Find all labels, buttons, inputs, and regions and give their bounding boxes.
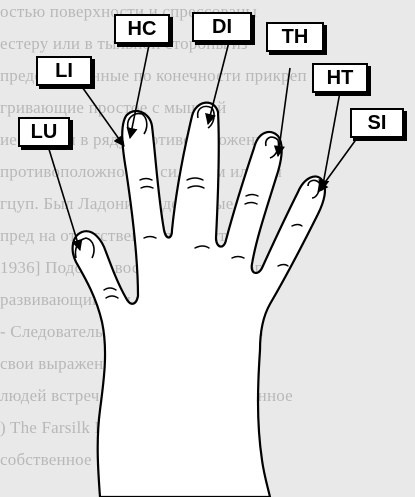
label-th: TH (266, 22, 324, 52)
label-di: DI (192, 12, 252, 42)
leader-line-th (278, 68, 290, 156)
hand-outline (73, 103, 325, 497)
label-ht: HT (312, 63, 368, 93)
leader-line-li (80, 84, 124, 146)
label-si: SI (350, 108, 404, 138)
leader-line-di (208, 38, 230, 124)
label-hc: HC (114, 14, 170, 44)
leader-line-lu (48, 146, 80, 250)
label-li: LI (36, 56, 92, 86)
label-lu: LU (18, 117, 70, 147)
leader-line-si (318, 134, 360, 192)
